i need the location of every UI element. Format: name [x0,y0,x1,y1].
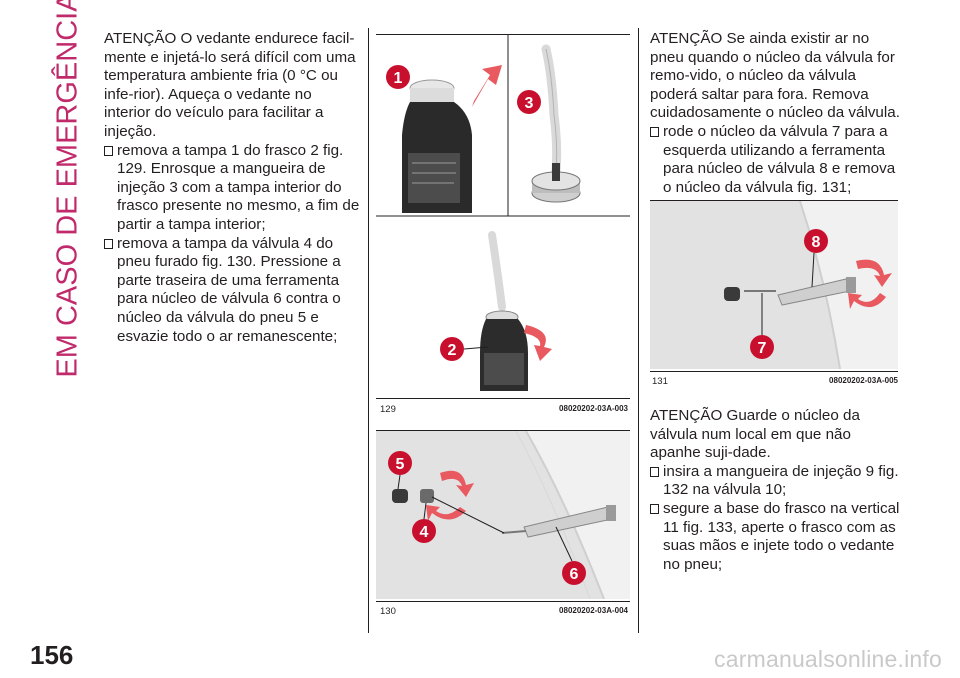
chapter-title-wrap: EM CASO DE EMERGÊNCIA [50,0,86,378]
callout-badge-5: 5 [388,451,412,475]
bullet-text: insira a mangueira de injeção 9 fig. 132… [663,462,899,499]
svg-text:2: 2 [448,342,457,359]
warning-paragraph: ATENÇÃO Se ainda existir ar no pneu quan… [650,30,900,122]
checkbox-bullet-icon [650,466,659,477]
warning-paragraph: ATENÇÃO Guarde o núcleo da válvula num l… [650,407,860,462]
callout-badge-1: 1 [386,65,410,89]
column-divider [638,28,639,633]
figure-130-illustration: 5 4 6 [376,431,630,599]
text-column-left: ATENÇÃO O vedante endurece facil-mente e… [104,30,360,346]
svg-text:5: 5 [396,456,405,473]
arrow-up-icon [472,65,502,107]
valve-cap-image [392,489,434,503]
bullet-text: remova a tampa 1 do frasco 2 fig. 129. E… [117,141,360,233]
callout-badge-3: 3 [517,90,541,114]
figure-129-frame [376,34,630,399]
svg-text:1: 1 [394,70,403,87]
checkbox-bullet-icon [104,238,113,249]
bullet-item: remova a tampa 1 do frasco 2 fig. 129. E… [104,142,360,235]
bullet-item: insira a mangueira de injeção 9 fig. 132… [650,463,905,500]
valve-core-tool-image [777,277,856,306]
bullet-text: rode o núcleo da válvula 7 para a esquer… [663,122,896,196]
bullet-item: remova a tampa da válvula 4 do pneu fura… [104,235,360,347]
rotate-arrow-icon [856,259,892,287]
bottle-with-hose-image [480,231,528,391]
text-column-right-top: ATENÇÃO Se ainda existir ar no pneu quan… [650,30,905,197]
figure-129-illustration: 1 3 2 [376,35,630,396]
figure-number: 131 [652,376,668,387]
warning-paragraph: ATENÇÃO O vedante endurece facil-mente e… [104,30,356,140]
rotate-arrow-icon [426,505,466,521]
figure-number: 129 [380,404,396,415]
figure-code: 08020202-03A-005 [829,376,898,385]
rotate-arrow-icon [440,470,474,497]
valve-core-image [724,287,776,301]
figure-131-caption: 131 08020202-03A-005 [652,376,898,387]
callout-badge-4: 4 [412,519,436,543]
bullet-item: segure a base do frasco na vertical 11 f… [650,500,905,574]
svg-text:8: 8 [812,234,821,251]
chapter-title: EM CASO DE EMERGÊNCIA [51,0,84,378]
callout-badge-7: 7 [750,335,774,359]
rotate-arrow-icon [524,325,552,361]
figure-code: 08020202-03A-004 [559,606,628,615]
figure-code: 08020202-03A-003 [559,404,628,413]
svg-text:3: 3 [525,95,534,112]
callout-badge-2: 2 [440,337,464,361]
bullet-text: remova a tampa da válvula 4 do pneu fura… [117,234,341,345]
valve-core-tool-image [501,505,616,538]
checkbox-bullet-icon [650,503,659,514]
svg-text:4: 4 [420,524,429,541]
checkbox-bullet-icon [104,145,113,156]
svg-text:7: 7 [758,340,767,357]
watermark: carmanualsonline.info [714,646,942,672]
bullet-item: rode o núcleo da válvula 7 para a esquer… [650,123,905,197]
column-divider [368,28,369,633]
callout-badge-8: 8 [804,229,828,253]
checkbox-bullet-icon [650,126,659,137]
text-column-right-bottom: ATENÇÃO Guarde o núcleo da válvula num l… [650,407,905,574]
figure-130-caption: 130 08020202-03A-004 [380,606,628,617]
rotate-arrow-icon [848,293,886,309]
figure-130-frame [376,430,630,602]
callout-badge-6: 6 [562,561,586,585]
svg-text:6: 6 [570,566,579,583]
figure-number: 130 [380,606,396,617]
page-number: 156 [30,640,74,670]
injection-hose-image [531,44,581,203]
bullet-text: segure a base do frasco na vertical 11 f… [663,499,900,573]
figure-131-frame [650,200,898,372]
figure-129-caption: 129 08020202-03A-003 [380,404,628,415]
figure-131-illustration: 8 7 [650,201,898,369]
sealant-bottle-image [402,79,472,213]
